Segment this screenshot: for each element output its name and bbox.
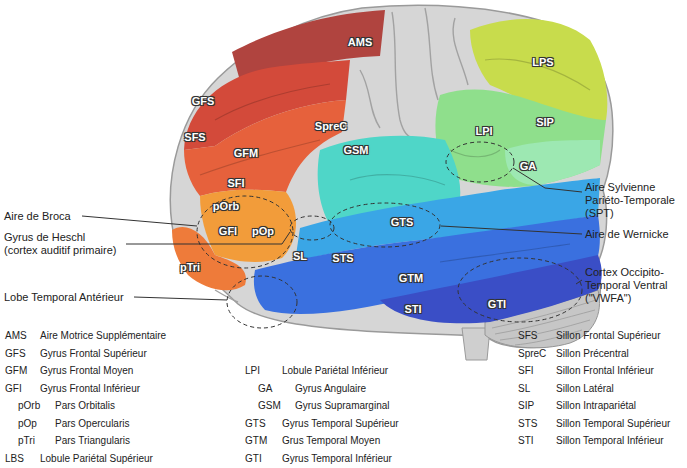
legend-definition: Lobule Pariétal Inférieur xyxy=(282,365,388,377)
legend-abbreviation: GTM xyxy=(245,435,267,447)
gyrus-line xyxy=(450,150,500,157)
region-abbreviation: LPS xyxy=(532,56,553,68)
leader-lines xyxy=(82,168,582,300)
region-abbreviation: SFI xyxy=(227,177,244,189)
region-abbreviation: GTI xyxy=(488,298,506,310)
brain-outline xyxy=(170,5,613,347)
region-abbreviation: GTM xyxy=(399,272,423,284)
legend-definition: Gyrus Frontal Inférieur xyxy=(40,383,140,395)
legend-abbreviation: STS xyxy=(518,418,537,430)
gfi-region xyxy=(200,190,296,262)
region-abbreviation: AMS xyxy=(348,36,372,48)
legend-definition: Sillon Temporal Inférieur xyxy=(556,435,664,447)
legend-definition: Gyrus Frontal Supérieur xyxy=(40,348,147,360)
spt-outline xyxy=(446,142,514,182)
legend-abbreviation: pOrb xyxy=(18,400,40,412)
region-abbreviation: SL xyxy=(293,250,307,262)
sulcus-line xyxy=(360,70,380,128)
leader-line xyxy=(441,226,582,234)
heschl-outline xyxy=(290,216,334,240)
region-abbreviation: GA xyxy=(520,160,537,172)
leader-line xyxy=(576,280,582,284)
area-callout: Aire de Broca xyxy=(4,210,71,223)
legend-abbreviation: pOp xyxy=(18,418,37,430)
sulcus-line xyxy=(425,8,438,100)
wernicke-outline xyxy=(330,203,440,247)
legend-abbreviation: pTri xyxy=(18,435,35,447)
area-outlines xyxy=(197,142,582,328)
sulcus-line xyxy=(392,12,418,138)
gyrus-line xyxy=(215,84,330,120)
region-abbreviation: GFM xyxy=(234,147,258,159)
legend-definition: Pars Opercularis xyxy=(55,418,129,430)
vwfa-outline xyxy=(458,258,582,322)
legend-definition: Gyrus Angulaire xyxy=(295,383,366,395)
gyri-lines xyxy=(200,59,590,262)
area-callout: Cortex Occipito-Temporal Ventral ("VWFA"… xyxy=(585,266,683,305)
leader-line xyxy=(134,297,227,300)
legend-abbreviation: GTS xyxy=(245,418,266,430)
region-abbreviation: GTS xyxy=(391,216,414,228)
legend-abbreviation: SFS xyxy=(518,330,537,342)
legend-definition: Pars Orbitalis xyxy=(55,400,115,412)
broca-outline xyxy=(197,196,293,268)
region-abbreviation: GSM xyxy=(343,144,368,156)
region-abbreviation: SFS xyxy=(184,131,205,143)
legend-definition: Sillon Frontal Supérieur xyxy=(556,330,661,342)
legend-abbreviation: AMS xyxy=(5,330,27,342)
region-abbreviation: GFI xyxy=(219,225,237,237)
region-abbreviation: pOp xyxy=(252,225,274,237)
area-callout: Aire Sylvienne Pariéto-Temporale (SPT) xyxy=(585,181,683,220)
legend-abbreviation: LBS xyxy=(5,453,24,465)
legend-definition: Pars Triangularis xyxy=(55,435,130,447)
legend-abbreviation: LPI xyxy=(245,365,260,377)
legend-definition: Aire Motrice Supplémentaire xyxy=(40,330,166,342)
legend-abbreviation: SL xyxy=(518,383,530,395)
gyrus-line xyxy=(200,140,320,175)
region-abbreviation: SpreC xyxy=(315,120,347,132)
gyrus-line xyxy=(350,175,445,185)
region-abbreviation: SIP xyxy=(536,116,554,128)
area-callout: Lobe Temporal Antérieur xyxy=(4,291,124,304)
region-abbreviation: LPI xyxy=(475,125,492,137)
legend-definition: Sillon Frontal Inférieur xyxy=(556,365,654,377)
leader-line xyxy=(82,216,197,226)
ga-region xyxy=(505,140,600,185)
legend-definition: Gyrus Supramarginal xyxy=(295,400,389,412)
gti-region xyxy=(380,255,602,323)
legend-abbreviation: GA xyxy=(258,383,272,395)
legend-definition: Sillon Précentral xyxy=(556,348,629,360)
legend-definition: Gyrus Temporal Inférieur xyxy=(282,453,392,465)
region-abbreviation: GFS xyxy=(192,95,215,107)
legend-abbreviation: GSM xyxy=(258,400,281,412)
legend-abbreviation: STI xyxy=(518,435,534,447)
region-abbreviation: STS xyxy=(332,252,353,264)
region-abbreviation: pTri xyxy=(180,261,200,273)
legend-abbreviation: SFI xyxy=(518,365,534,377)
legend-abbreviation: GFM xyxy=(5,365,27,377)
legend-definition: Grus Temporal Moyen xyxy=(282,435,380,447)
region-abbreviation: pOrb xyxy=(213,200,239,212)
legend-definition: Gyrus Temporal Supérieur xyxy=(282,418,399,430)
area-callout: Gyrus de Heschl (cortex auditif primaire… xyxy=(4,231,120,257)
legend-abbreviation: SIP xyxy=(518,400,534,412)
legend-abbreviation: SpreC xyxy=(518,348,546,360)
legend-abbreviation: GFI xyxy=(5,383,22,395)
legend-definition: Sillon Intrapariétal xyxy=(556,400,636,412)
legend-definition: Sillon Latéral xyxy=(556,383,614,395)
legend-definition: Lobule Pariétal Supérieur xyxy=(40,453,153,465)
legend-abbreviation: GTI xyxy=(245,453,262,465)
sulcus-line xyxy=(453,18,468,85)
legend-abbreviation: GFS xyxy=(5,348,26,360)
region-abbreviation: STI xyxy=(404,303,421,315)
anterior-temporal-outline xyxy=(227,276,297,328)
legend-definition: Gyrus Frontal Moyen xyxy=(40,365,133,377)
legend-definition: Sillon Temporal Supérieur xyxy=(556,418,670,430)
area-callout: Aire de Wernicke xyxy=(585,228,669,241)
